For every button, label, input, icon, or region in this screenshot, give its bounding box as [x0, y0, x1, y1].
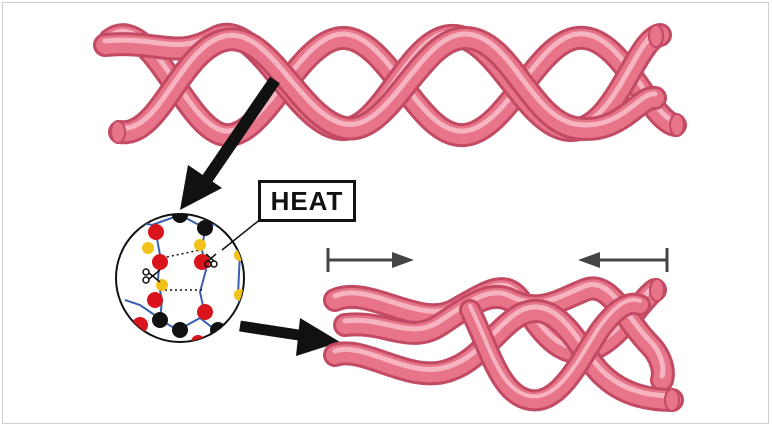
magnified-bonds-circle [115, 213, 245, 343]
arrow-icon [180, 76, 280, 210]
helix-end-cap [664, 388, 680, 412]
arrow-icon [239, 318, 340, 356]
intact-triple-helix [93, 23, 687, 147]
helix-end-cap [649, 278, 665, 302]
heat-label: HEAT [258, 180, 356, 222]
denatured-helix [323, 276, 684, 412]
helix-end-cap [669, 113, 685, 137]
contraction-arrow-right [578, 248, 669, 272]
hydrogen-bonds [160, 249, 202, 291]
contraction-arrow-left [326, 248, 414, 272]
heat-pointer-line [221, 217, 263, 251]
scissors-icon [204, 253, 218, 268]
scissors-icon [142, 268, 161, 284]
helix-end-cap [110, 120, 126, 144]
helix-end-cap [648, 24, 664, 48]
